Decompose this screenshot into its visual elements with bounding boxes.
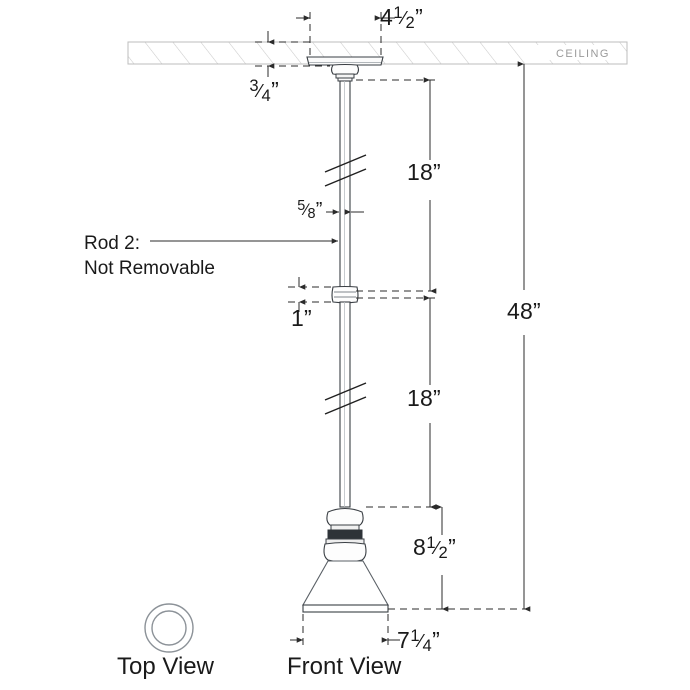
dim-canopy-height [255,31,330,77]
dim-canopy-width [296,12,395,60]
dim-shade-height [388,504,462,612]
top-view-symbol [144,603,194,653]
dim-label-rod-lower: 18” [407,385,441,411]
dim-label-canopy-height: 3⁄4” [249,75,280,105]
dim-overall-height [462,61,531,612]
cone-shade [302,560,389,613]
rod-coupling [331,285,359,304]
dimension-lines [150,12,531,648]
dim-rod-upper [356,77,437,294]
dim-label-rod-upper: 18” [407,159,441,185]
dim-rod-lower [356,295,437,510]
fixture-front-view [302,56,389,613]
break-symbol-lower [324,382,367,415]
dim-coupling [288,277,333,312]
rod-annotation: Rod 2: Not Removable [84,231,215,281]
front-view-label: Front View [287,653,402,680]
dim-label-rod-diameter: 5⁄8” [297,197,323,223]
rod-upper [339,80,351,288]
dim-shade-width [290,614,400,648]
dim-label-shade-height: 81⁄2” [413,532,457,562]
dim-label-canopy-width: 41⁄2” [380,2,424,32]
rod-annotation-line1: Rod 2: [84,233,140,254]
break-symbol-upper [324,154,367,187]
rod-annotation-line2: Not Removable [84,258,215,279]
shade-fitter [323,507,367,563]
dim-label-coupling: 1” [291,305,312,331]
dim-label-shade-width: 71⁄4” [397,625,441,655]
rod-lower [339,301,351,508]
dim-label-overall-height: 48” [507,298,541,324]
top-view-label: Top View [117,653,214,680]
ceiling-label: CEILING [556,48,610,60]
canopy-plate [306,56,384,66]
canopy-finial [330,63,360,82]
ceiling-band: CEILING [127,41,628,65]
